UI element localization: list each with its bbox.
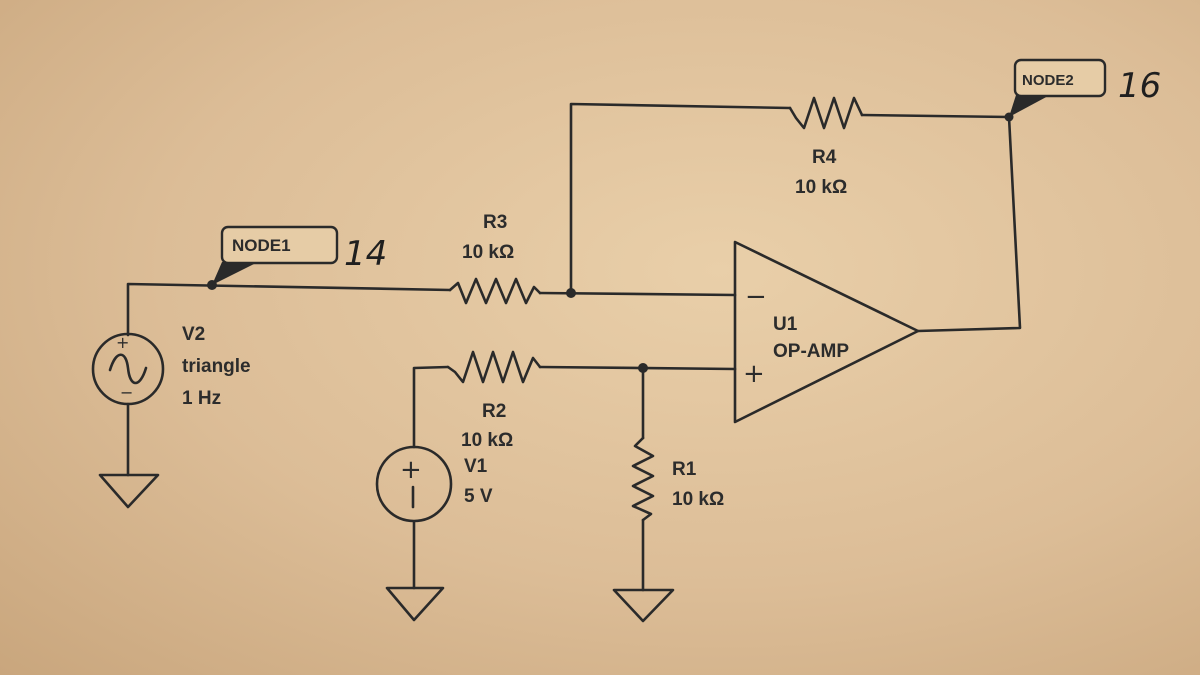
- r1-value: 10 kΩ: [672, 489, 724, 510]
- junction-inverting: [566, 288, 576, 298]
- r2-name: R2: [482, 401, 506, 422]
- net-label-node1: NODE1: [212, 225, 339, 285]
- opamp-minus-sign: −: [745, 282, 767, 312]
- r3-value: 10 kΩ: [462, 242, 514, 263]
- resistor-r1: [631, 436, 655, 522]
- source-v1: +: [375, 445, 453, 523]
- ground-icon-r1: [612, 588, 675, 623]
- net-label-node2: NODE2: [1009, 58, 1107, 117]
- wire-v2-to-r3: [126, 282, 452, 337]
- source-v2-plus: +: [116, 333, 129, 352]
- r4-name: R4: [812, 147, 837, 168]
- wire-feedback-left: [569, 102, 792, 295]
- source-v1-plus: +: [400, 455, 422, 485]
- v2-type: triangle: [182, 356, 251, 377]
- source-v2: + −: [91, 332, 165, 406]
- wire-r2-to-plus: [538, 365, 737, 371]
- u1-type: OP-AMP: [773, 341, 849, 362]
- node2-tag-box: [1013, 58, 1107, 98]
- opamp-triangle: [733, 240, 920, 424]
- sine-wave-icon: [108, 353, 148, 385]
- v2-frequency: 1 Hz: [182, 388, 221, 409]
- ground-icon-v2: [98, 473, 160, 509]
- annotation-node2: 16: [1118, 66, 1161, 106]
- source-v1-circle: [375, 445, 453, 523]
- resistor-r2: [446, 350, 542, 384]
- v1-value: 5 V: [464, 486, 493, 507]
- resistor-r3: [448, 277, 542, 305]
- r3-name: R3: [483, 212, 507, 233]
- resistor-r4: [788, 96, 864, 130]
- node2-label: NODE2: [1022, 72, 1074, 89]
- wire-v1-to-r2: [412, 365, 450, 449]
- node2-pointer: [1009, 95, 1050, 117]
- v2-name: V2: [182, 324, 205, 345]
- opamp-plus-sign: +: [743, 359, 765, 389]
- node1-tag-box: [220, 225, 339, 265]
- node1-pointer: [212, 262, 258, 285]
- u1-name: U1: [773, 314, 798, 335]
- r1-name: R1: [672, 459, 697, 480]
- annotation-node1: 14: [344, 234, 387, 274]
- source-v2-minus: −: [120, 383, 133, 402]
- r2-value: 10 kΩ: [461, 430, 513, 451]
- junction-noninverting: [638, 363, 648, 373]
- node1-label: NODE1: [232, 236, 291, 255]
- ground-icon-v1: [385, 586, 445, 622]
- r4-value: 10 kΩ: [795, 177, 847, 198]
- wire-r4-to-node2: [860, 113, 1011, 119]
- v1-name: V1: [464, 456, 488, 477]
- wire-output: [916, 115, 1022, 333]
- source-v2-circle: [91, 332, 165, 406]
